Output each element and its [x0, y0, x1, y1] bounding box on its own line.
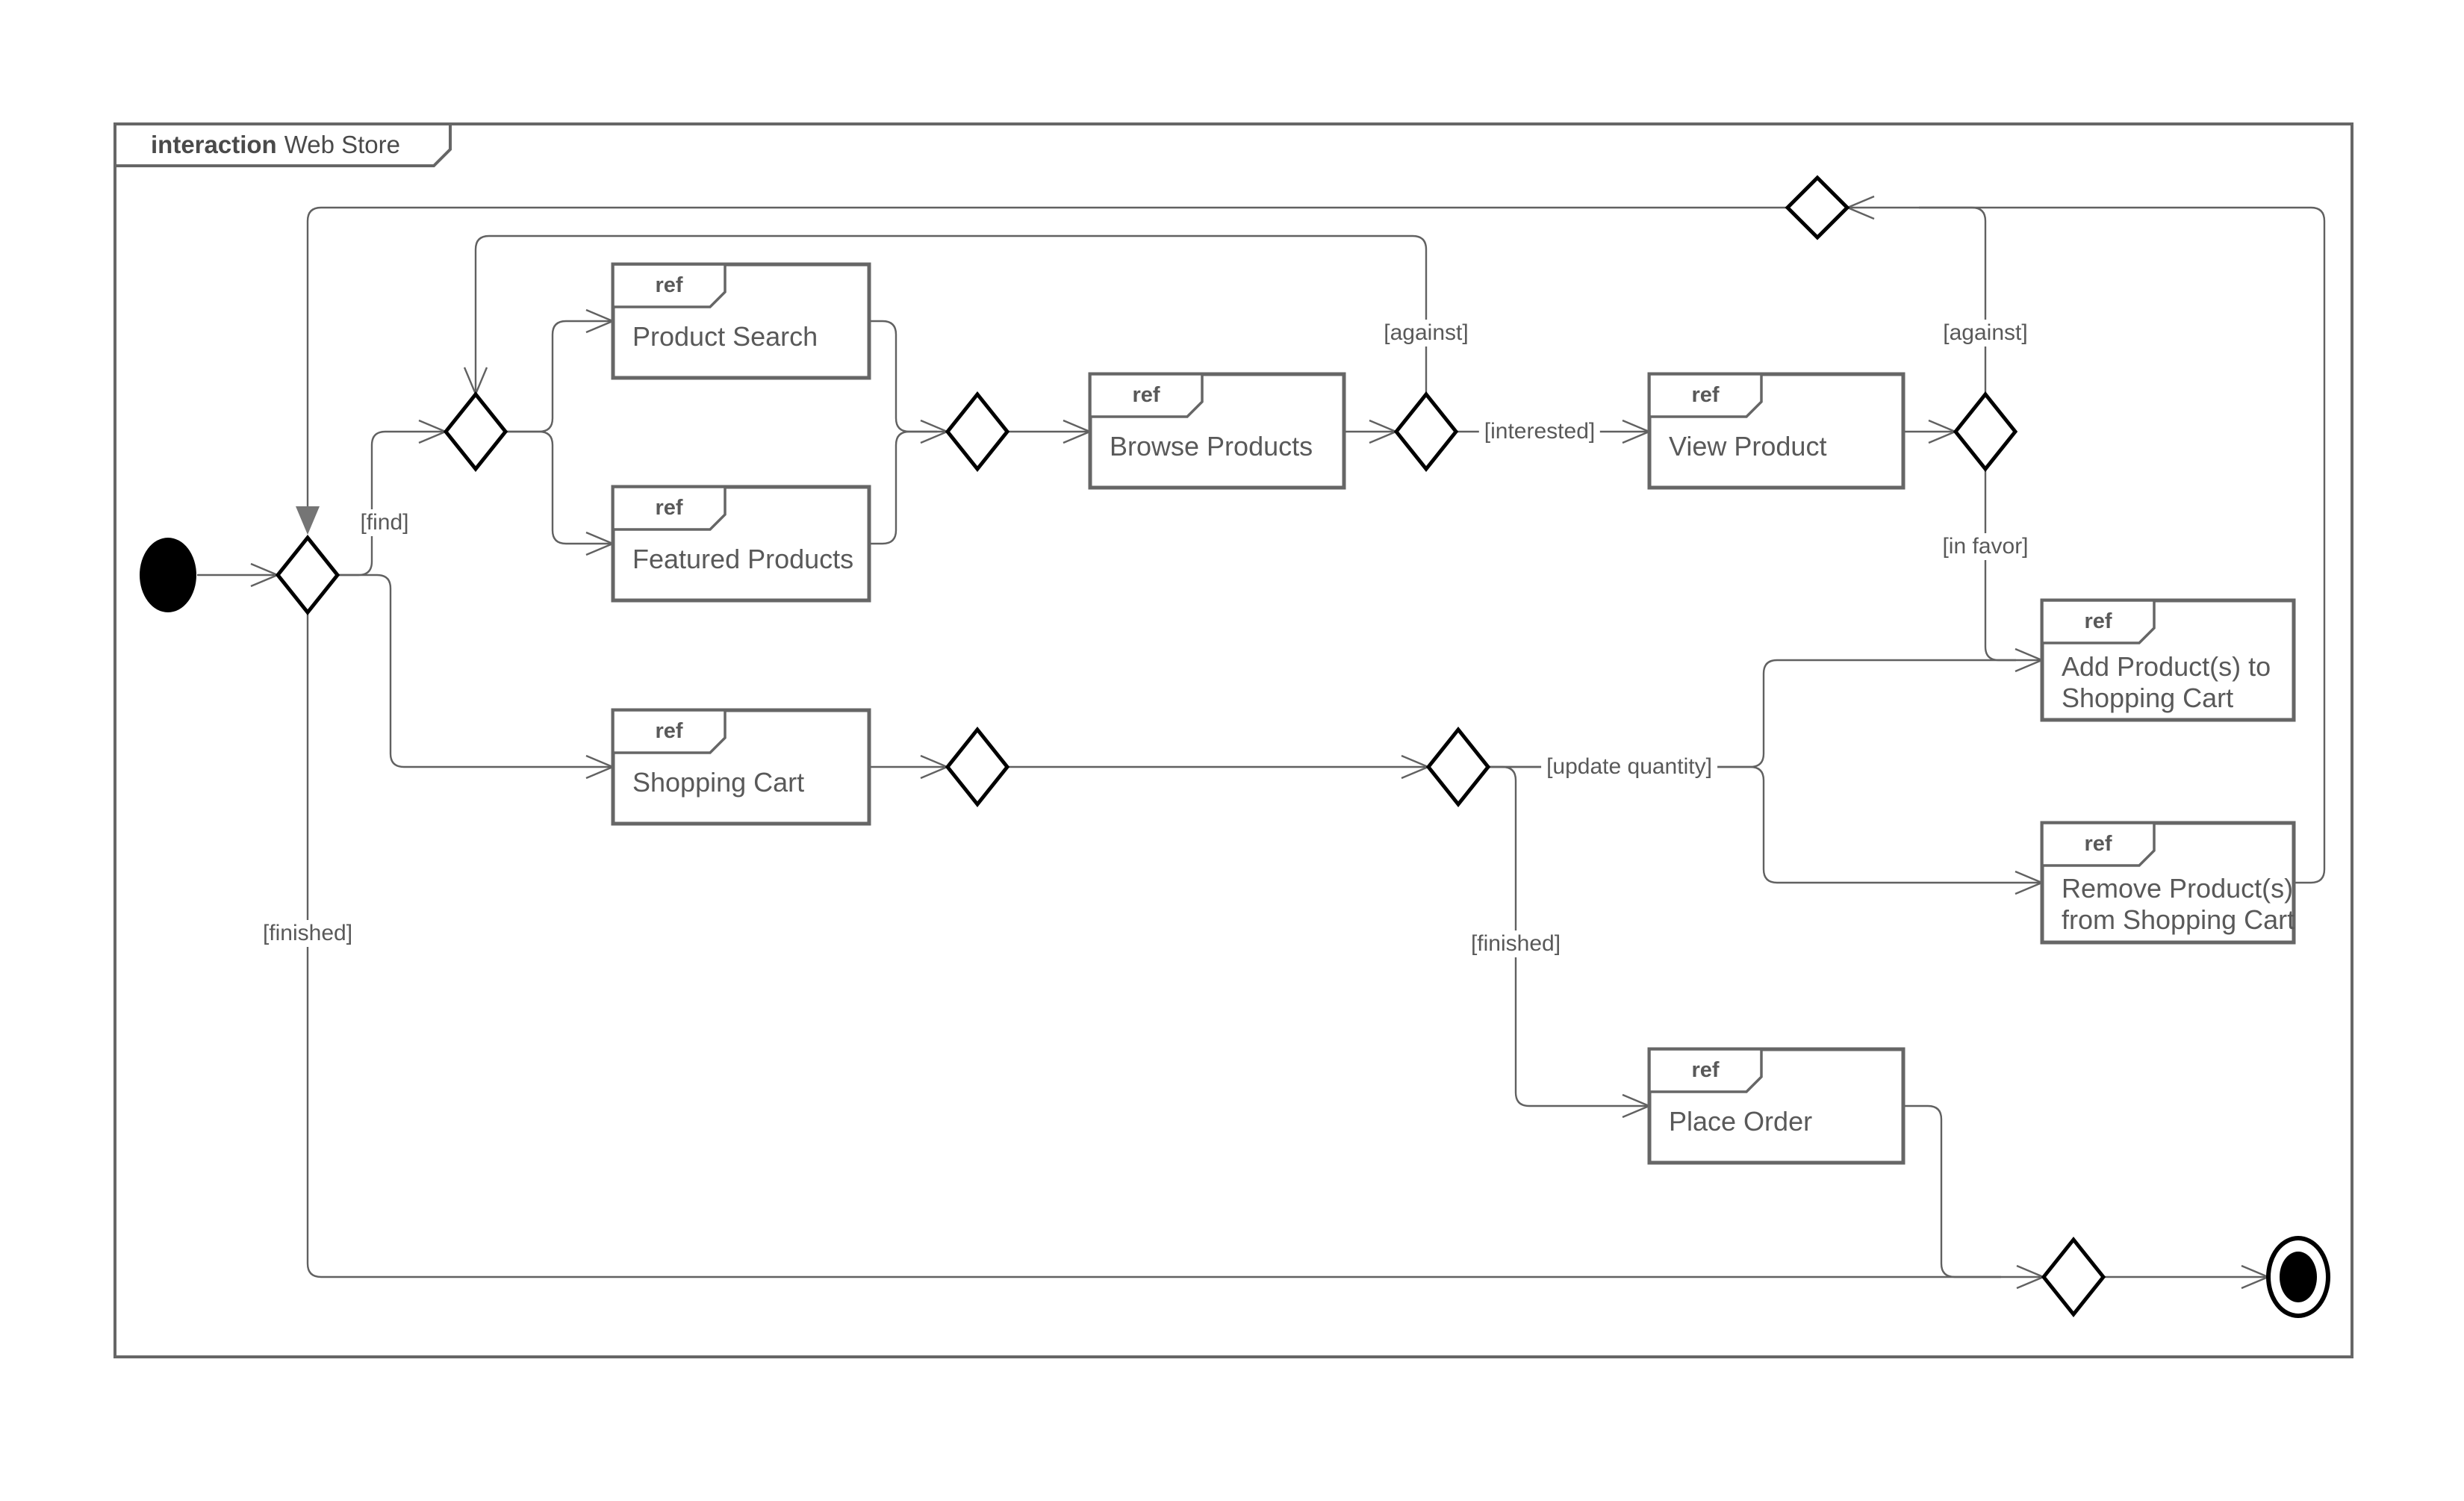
edge-merge1-to-shopping-cart [337, 574, 615, 780]
edge-to-product-search [505, 308, 615, 433]
ref-tab-browse-products [1089, 373, 1204, 418]
guard-in-favor: [in favor] [1937, 533, 2034, 560]
ref-tab-shopping-cart [612, 709, 727, 754]
label-remove-from-cart: Remove Product(s) from Shopping Cart [2062, 873, 2295, 936]
guard-against-view: [against] [1938, 320, 2033, 346]
ref-tag-remove-from-cart: ref [2084, 832, 2112, 856]
edge-top-return-to-merge1 [306, 206, 1788, 506]
guard-find: [find] [355, 509, 414, 536]
edge-against-view [1919, 206, 1987, 394]
decision-view [1953, 391, 2018, 473]
decision-merge-cart [945, 726, 1010, 808]
ref-tab-add-to-cart [2041, 599, 2156, 644]
ref-tab-place-order [1648, 1048, 1763, 1093]
guard-interested: [interested] [1478, 418, 1601, 445]
guard-finished-main: [finished] [257, 920, 358, 947]
ref-tab-view-product [1648, 373, 1763, 418]
decision-merge-start [275, 534, 340, 616]
frame-border [113, 122, 2353, 1358]
edge-featured-products-out [869, 430, 937, 545]
edge-product-search-out [869, 320, 950, 444]
decision-merge-find [443, 391, 508, 473]
edge-against-browse [463, 234, 1428, 397]
filled-arrowhead-into-merge1 [296, 506, 320, 535]
decision-cart [1425, 726, 1491, 808]
ref-tab-remove-from-cart [2041, 821, 2156, 867]
final-node-inner [2280, 1252, 2317, 1302]
guard-update-quantity: [update quantity] [1541, 753, 1717, 780]
ref-tag-add-to-cart: ref [2084, 609, 2112, 633]
label-shopping-cart: Shopping Cart [632, 767, 805, 798]
guard-against-browse: [against] [1378, 320, 1474, 346]
label-remove-from-cart-line2: from Shopping Cart [2062, 904, 2295, 935]
ref-tab-featured-products [612, 485, 727, 531]
ref-tag-shopping-cart: ref [655, 719, 683, 743]
edge-remove-return-to-top [1845, 195, 2326, 884]
edge-update-to-add [1488, 647, 2044, 768]
frame-title-keyword: interaction [151, 131, 277, 158]
label-view-product: View Product [1669, 431, 1827, 462]
decision-merge-search [945, 391, 1010, 473]
edge-to-featured-products [505, 430, 615, 556]
label-featured-products: Featured Products [632, 544, 854, 574]
initial-node [140, 538, 196, 612]
label-remove-from-cart-line1: Remove Product(s) [2062, 873, 2294, 904]
label-add-to-cart: Add Product(s) to Shopping Cart [2062, 651, 2271, 714]
label-browse-products: Browse Products [1110, 431, 1313, 462]
node-featured-products [611, 485, 871, 603]
label-add-to-cart-line1: Add Product(s) to [2062, 651, 2271, 682]
edge-find [337, 419, 448, 577]
edge-finished-main [306, 612, 2046, 1290]
decision-browse [1393, 391, 1459, 473]
label-add-to-cart-line2: Shopping Cart [2062, 683, 2234, 713]
ref-tag-product-search: ref [655, 273, 683, 297]
edge-place-order-out [1903, 1104, 2001, 1278]
edge-update-to-remove [1488, 765, 2044, 895]
ref-tag-view-product: ref [1691, 383, 1720, 407]
frame-title: interaction Web Store [151, 124, 400, 166]
decision-merge-end [2041, 1236, 2106, 1318]
frame-title-tab [113, 122, 452, 167]
label-place-order: Place Order [1669, 1106, 1813, 1137]
ref-tag-browse-products: ref [1132, 383, 1160, 407]
ref-tag-place-order: ref [1691, 1058, 1720, 1082]
edge-in-favor [1984, 469, 2016, 662]
ref-tag-featured-products: ref [655, 496, 683, 520]
label-product-search: Product Search [632, 321, 818, 352]
frame-title-name: Web Store [284, 131, 401, 158]
guard-finished-cart: [finished] [1465, 930, 1567, 957]
decision-merge-top [1785, 175, 1850, 240]
ref-tab-product-search [612, 263, 727, 308]
